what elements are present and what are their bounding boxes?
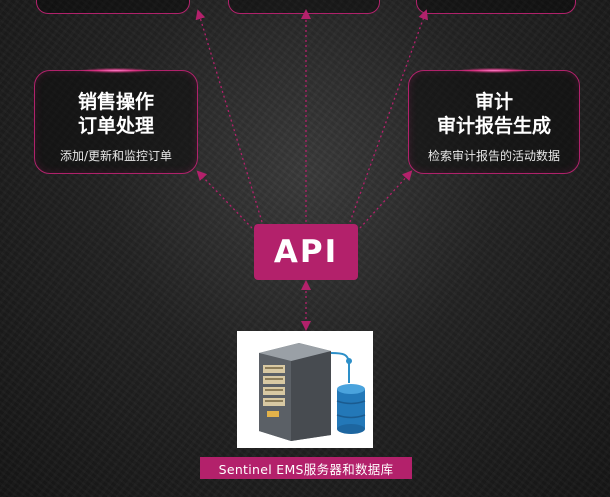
server-caption-text: Sentinel EMS服务器和数据库 — [218, 461, 394, 477]
database-icon — [330, 352, 366, 434]
server-icon — [259, 343, 331, 441]
api-label: API — [273, 234, 339, 270]
audit-subtitle: 检索审计报告的活动数据 — [427, 149, 560, 163]
sales-operations-box: 销售操作 订单处理 添加/更新和监控订单 — [34, 68, 198, 174]
server-panel — [237, 331, 373, 448]
sales-title-line1: 销售操作 — [77, 91, 154, 113]
audit-box: 审计 审计报告生成 检索审计报告的活动数据 — [408, 68, 580, 174]
arrow-api-left-box — [196, 170, 253, 229]
arrow-api-top-left — [195, 9, 263, 223]
audit-title-line2: 审计报告生成 — [436, 115, 551, 137]
arrow-api-right-box — [359, 170, 413, 229]
box-glow — [459, 68, 529, 73]
box-glow — [81, 68, 151, 73]
arrow-api-top-right — [349, 9, 429, 223]
audit-title-line1: 审计 — [474, 91, 513, 113]
sales-subtitle: 添加/更新和监控订单 — [59, 149, 173, 163]
server-caption: Sentinel EMS服务器和数据库 — [200, 457, 412, 479]
sales-title-line2: 订单处理 — [77, 115, 154, 137]
api-block: API — [254, 224, 358, 280]
